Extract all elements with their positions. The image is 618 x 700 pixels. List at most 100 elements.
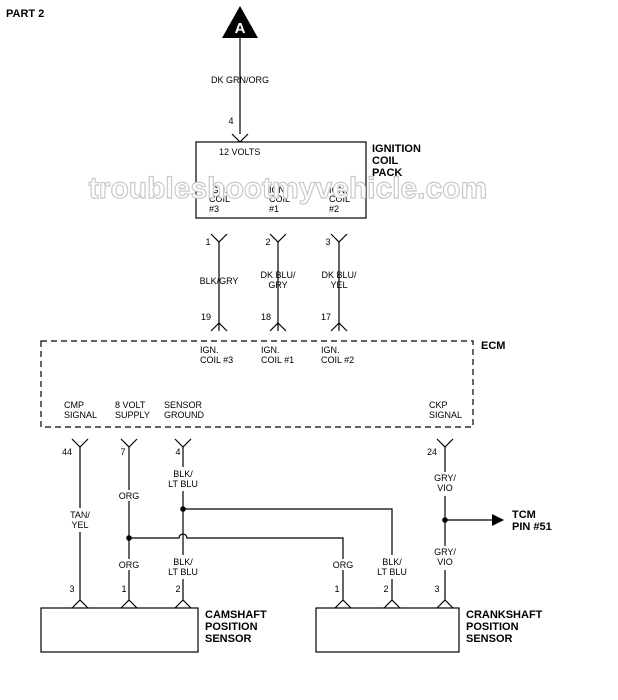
svg-text:ORG: ORG <box>333 560 354 570</box>
coil-wire-3-ecm-pin: 17 <box>321 312 331 322</box>
camshaft-sensor-title: CAMSHAFT POSITION SENSOR <box>205 609 267 645</box>
svg-text:GRY/: GRY/ <box>434 473 456 483</box>
coil-2-label: IGN. COIL #2 <box>329 185 350 214</box>
page-title: PART 2 <box>6 8 44 20</box>
svg-text:SENSOR: SENSOR <box>466 633 513 645</box>
svg-text:LT BLU: LT BLU <box>377 567 407 577</box>
wire-ckp-signal: GRY/ VIO GRY/ VIO <box>430 447 504 600</box>
svg-text:TAN/: TAN/ <box>70 510 90 520</box>
svg-text:ORG: ORG <box>119 491 140 501</box>
coil-1-label: IGN. COIL #1 <box>269 185 290 214</box>
svg-text:POSITION: POSITION <box>205 621 258 633</box>
ecm-pin-44: 44 <box>62 447 72 457</box>
ecm-box <box>40 340 474 428</box>
ecm-bottom-connectors: 44 7 4 24 <box>62 438 454 457</box>
svg-text:SIGNAL: SIGNAL <box>429 410 462 420</box>
svg-text:BLK/: BLK/ <box>173 469 193 479</box>
svg-text:COIL: COIL <box>329 194 350 204</box>
svg-text:#3: #3 <box>209 204 219 214</box>
svg-text:LT BLU: LT BLU <box>168 567 198 577</box>
ecm-pin-7: 7 <box>120 447 125 457</box>
svg-text:ORG: ORG <box>119 560 140 570</box>
splice-8v-supply <box>126 535 132 541</box>
svg-text:COIL: COIL <box>209 194 230 204</box>
tcm-arrow <box>492 514 504 526</box>
splice-ckp <box>442 517 448 523</box>
svg-text:IGN.: IGN. <box>209 185 228 195</box>
coil-wire-1: 1 BLK/GRY 19 <box>200 233 239 332</box>
coil-3-label: IGN. COIL #3 <box>209 185 230 214</box>
svg-text:1: 1 <box>334 584 339 594</box>
svg-text:COIL #3: COIL #3 <box>200 355 233 365</box>
coil-wire-3-top-pin: 3 <box>325 237 330 247</box>
coil-pack-title-line-1: IGNITION <box>372 143 421 155</box>
coil-wire-3-color-1: DK BLU/ <box>321 270 357 280</box>
svg-text:3: 3 <box>69 584 74 594</box>
svg-text:CRANKSHAFT: CRANKSHAFT <box>466 609 543 621</box>
svg-text:GRY/: GRY/ <box>434 547 456 557</box>
crank-sensor-connectors: 1 2 3 <box>334 584 454 609</box>
coil-pack-title: IGNITION COIL PACK <box>372 143 421 179</box>
svg-text:3: 3 <box>434 584 439 594</box>
svg-text:1: 1 <box>121 584 126 594</box>
ecm-coil-labels: IGN. COIL #3 IGN. COIL #1 IGN. COIL #2 <box>200 345 354 365</box>
svg-text:2: 2 <box>175 584 180 594</box>
svg-text:IGN.: IGN. <box>329 185 348 195</box>
wire-cmp-signal: TAN/ YEL <box>66 447 94 600</box>
ecm-title: ECM <box>481 340 505 352</box>
connector-coil-pack-pin-4 <box>231 133 249 143</box>
coil-wire-2-color-1: DK BLU/ <box>260 270 296 280</box>
svg-text:YEL: YEL <box>71 520 88 530</box>
svg-text:IGN.: IGN. <box>200 345 219 355</box>
coil-wire-3: 3 DK BLU/ YEL 17 <box>321 233 357 332</box>
svg-text:CKP: CKP <box>429 400 448 410</box>
wire-sensor-ground: BLK/ LT BLU BLK/ LT BLU BLK/ LT BLU <box>163 447 412 600</box>
wire-label-dk-grn-org: DK GRN/ORG <box>211 75 269 85</box>
coil-pack-supply-label: 12 VOLTS <box>219 147 260 157</box>
coil-wire-1-top-pin: 1 <box>205 237 210 247</box>
coil-pack-title-line-2: COIL <box>372 155 399 167</box>
coil-wire-1-color: BLK/GRY <box>200 276 239 286</box>
crankshaft-sensor-title: CRANKSHAFT POSITION SENSOR <box>466 609 543 645</box>
connector-a-label: A <box>235 20 246 37</box>
cam-sensor-connectors: 3 1 2 <box>69 584 192 609</box>
svg-text:COIL: COIL <box>269 194 290 204</box>
ecm-pin-4: 4 <box>175 447 180 457</box>
svg-text:VIO: VIO <box>437 483 453 493</box>
svg-text:COIL #1: COIL #1 <box>261 355 294 365</box>
coil-wire-2-color-2: GRY <box>268 280 287 290</box>
svg-text:8 VOLT: 8 VOLT <box>115 400 146 410</box>
svg-text:TCM: TCM <box>512 509 536 521</box>
svg-text:VIO: VIO <box>437 557 453 567</box>
pin-label-coil-pack-4: 4 <box>228 116 233 126</box>
svg-text:GROUND: GROUND <box>164 410 204 420</box>
ignition-coil-pack-box <box>195 141 367 219</box>
svg-text:IGN.: IGN. <box>261 345 280 355</box>
coil-wire-3-color-2: YEL <box>330 280 347 290</box>
svg-text:PIN #51: PIN #51 <box>512 521 552 533</box>
svg-text:#1: #1 <box>269 204 279 214</box>
svg-text:CAMSHAFT: CAMSHAFT <box>205 609 267 621</box>
svg-text:LT BLU: LT BLU <box>168 479 198 489</box>
crankshaft-position-sensor-box <box>315 607 460 653</box>
svg-text:SENSOR: SENSOR <box>205 633 252 645</box>
svg-text:COIL #2: COIL #2 <box>321 355 354 365</box>
svg-text:BLK/: BLK/ <box>173 557 193 567</box>
svg-text:BLK/: BLK/ <box>382 557 402 567</box>
splice-sensor-ground <box>180 506 186 512</box>
svg-text:CMP: CMP <box>64 400 84 410</box>
coil-wire-2-top-pin: 2 <box>265 237 270 247</box>
svg-text:SENSOR: SENSOR <box>164 400 203 410</box>
tcm-label: TCM PIN #51 <box>512 509 552 533</box>
coil-wire-2: 2 DK BLU/ GRY 18 <box>260 233 296 332</box>
coil-pack-title-line-3: PACK <box>372 167 402 179</box>
svg-text:IGN.: IGN. <box>321 345 340 355</box>
connector-a-symbol: A <box>222 6 258 38</box>
camshaft-position-sensor-box <box>40 607 199 653</box>
svg-text:2: 2 <box>383 584 388 594</box>
coil-wire-2-ecm-pin: 18 <box>261 312 271 322</box>
wire-8v-supply: ORG ORG ORG <box>115 447 356 600</box>
coil-wire-1-ecm-pin: 19 <box>201 312 211 322</box>
watermark: troubleshootmyvehicle.com <box>89 172 487 205</box>
